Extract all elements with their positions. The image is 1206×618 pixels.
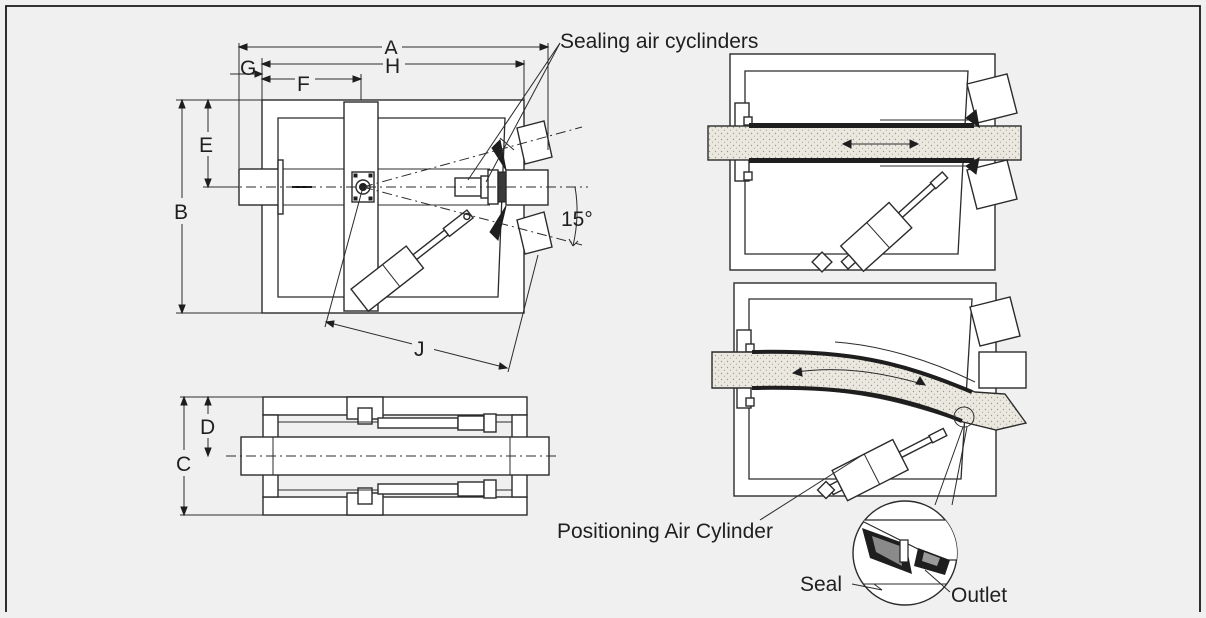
dim-f-label: F — [297, 73, 310, 96]
dim-g-label: G — [240, 57, 256, 80]
outlet-label: Outlet — [951, 584, 1007, 607]
plan-inner-window — [277, 117, 506, 298]
angle-label: 15° — [561, 208, 593, 231]
dim-c-label: C — [176, 453, 191, 476]
dim-h-label: H — [385, 55, 400, 78]
diverted-position-view: Positioning Air Cylinder — [557, 282, 1028, 543]
dim-e-label: E — [199, 134, 213, 157]
plan-lower-outlet — [516, 211, 553, 255]
dim-d-label: D — [200, 416, 215, 439]
sealing-air-cylinders-label: Sealing air cyclinders — [560, 30, 758, 53]
plan-upper-outlet — [516, 120, 553, 165]
seal-label: Seal — [800, 573, 842, 596]
plan-view: 15° A G H F B — [172, 30, 758, 373]
positioning-air-cylinder-label: Positioning Air Cylinder — [557, 520, 773, 543]
side-top-rail — [262, 396, 528, 416]
dim-j-label: J — [414, 338, 425, 361]
seal-detail: Seal Outlet — [800, 500, 1007, 607]
dim-b-label: B — [174, 201, 188, 224]
right-top-tube — [707, 125, 1022, 161]
side-bottom-rail — [262, 496, 528, 516]
side-view: C D — [174, 395, 560, 517]
straight-position-view — [707, 53, 1022, 273]
panel-border — [5, 5, 1201, 612]
